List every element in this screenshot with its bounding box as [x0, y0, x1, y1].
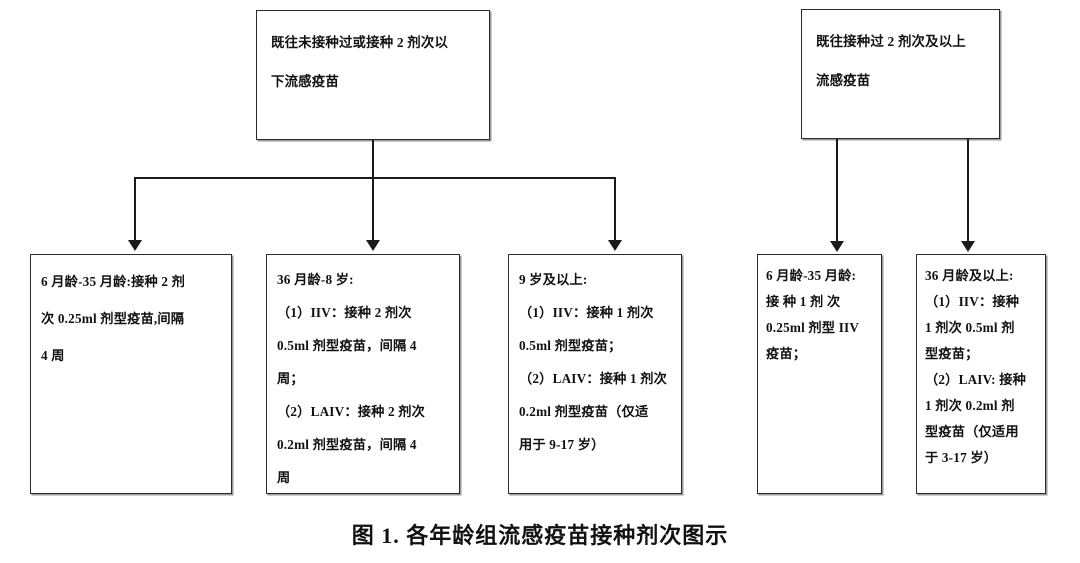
connector-left-stem — [372, 140, 374, 178]
figure-caption: 图 1. 各年龄组流感疫苗接种剂次图示 — [351, 523, 729, 548]
node-leaf-9y-above: 9 岁及以上: （1）IIV：接种 1 剂次 0.5ml 剂型疫苗； （2）LA… — [508, 254, 682, 494]
node-leaf-36m-above: 36 月龄及以上: （1）IIV：接种 1 剂次 0.5ml 剂 型疫苗； （2… — [916, 254, 1046, 494]
connector-left-drop-2 — [372, 177, 374, 242]
arrowhead-left-3 — [608, 240, 622, 251]
node-leaf-6m-35m-two-dose: 6 月龄-35 月龄:接种 2 剂 次 0.25ml 剂型疫苗,间隔 4 周 — [30, 254, 232, 494]
connector-left-bus — [135, 177, 616, 179]
node-leaf-6m-35m-two-dose-text: 6 月龄-35 月龄:接种 2 剂 次 0.25ml 剂型疫苗,间隔 4 周 — [41, 274, 186, 363]
node-root-left-text: 既往未接种过或接种 2 剂次以 下流感疫苗 — [271, 35, 449, 89]
connector-right-drop-2 — [967, 139, 969, 243]
connector-left-drop-3 — [614, 177, 616, 242]
arrowhead-left-1 — [128, 240, 142, 251]
connector-left-drop-1 — [134, 177, 136, 242]
arrowhead-right-1 — [830, 241, 844, 252]
arrowhead-right-2 — [961, 241, 975, 252]
node-leaf-6m-35m-one-dose-text: 6 月龄-35 月龄: 接 种 1 剂 次 0.25ml 剂型 IIV 疫苗； — [766, 268, 860, 361]
node-leaf-36m-8y-text: 36 月龄-8 岁: （1）IIV：接种 2 剂次 0.5ml 剂型疫苗，间隔 … — [277, 272, 426, 485]
node-leaf-9y-above-text: 9 岁及以上: （1）IIV：接种 1 剂次 0.5ml 剂型疫苗； （2）LA… — [519, 272, 668, 452]
node-root-left: 既往未接种过或接种 2 剂次以 下流感疫苗 — [256, 10, 490, 140]
node-root-right-text: 既往接种过 2 剂次及以上 流感疫苗 — [816, 34, 966, 88]
node-leaf-6m-35m-one-dose: 6 月龄-35 月龄: 接 种 1 剂 次 0.25ml 剂型 IIV 疫苗； — [757, 254, 882, 494]
connector-right-drop-1 — [836, 139, 838, 243]
arrowhead-left-2 — [366, 240, 380, 251]
node-leaf-36m-8y: 36 月龄-8 岁: （1）IIV：接种 2 剂次 0.5ml 剂型疫苗，间隔 … — [266, 254, 460, 494]
node-root-right: 既往接种过 2 剂次及以上 流感疫苗 — [801, 9, 1000, 139]
node-leaf-36m-above-text: 36 月龄及以上: （1）IIV：接种 1 剂次 0.5ml 剂 型疫苗； （2… — [925, 268, 1026, 465]
